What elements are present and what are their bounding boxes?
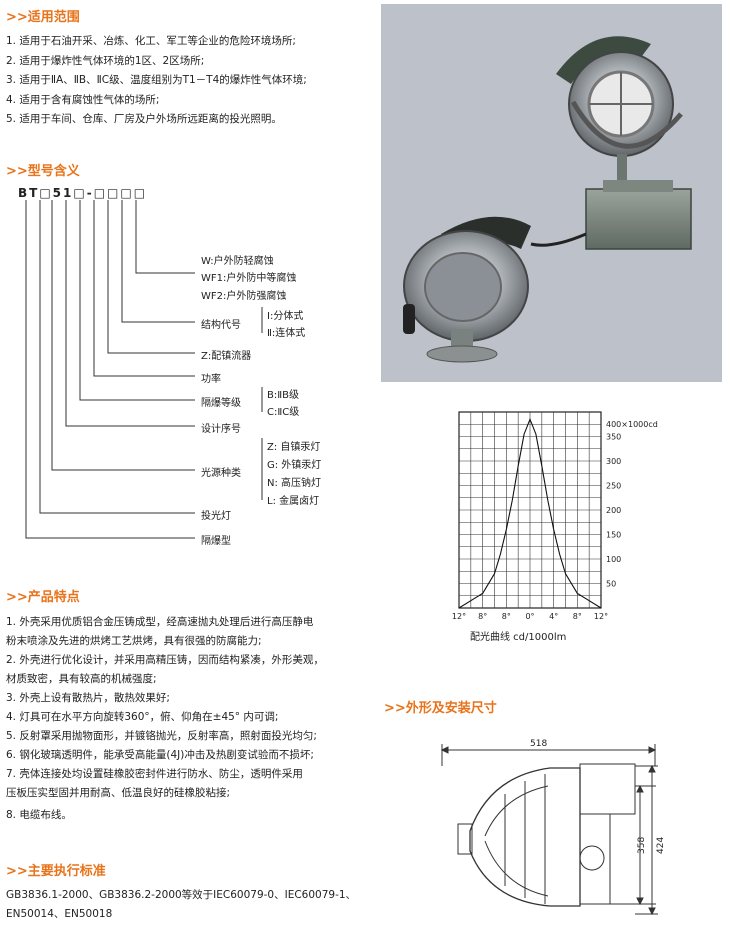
explosion-grade-label: 隔爆等级 bbox=[201, 398, 241, 409]
explosion-grade-option: B:ⅡB级 bbox=[267, 390, 300, 401]
chart-x-tick-label: 12° bbox=[452, 612, 466, 621]
list-item: 3. 外壳上设有散热片，散热效果好; bbox=[6, 692, 170, 704]
chart-y-tick-label: 350 bbox=[606, 433, 621, 442]
list-item: 7. 壳体连接处均设置硅橡胶密封件进行防水、防尘，透明件采用 bbox=[6, 768, 303, 780]
dimension-height-outer: 424 bbox=[656, 837, 666, 854]
features-title: >>产品特点 bbox=[6, 590, 80, 605]
chart-grid-horizontal bbox=[459, 423, 601, 597]
list-item: 1. 适用于石油开采、冶炼、化工、军工等企业的危险环境场所; bbox=[6, 35, 296, 47]
list-item: 5. 适用于车间、仓库、厂房及户外场所远距离的投光照明。 bbox=[6, 113, 282, 125]
chart-y-tick-label: 300 bbox=[606, 457, 621, 466]
floodlight-label: 投光灯 bbox=[201, 511, 231, 522]
scope-title: >>适用范围 bbox=[6, 10, 80, 25]
list-item: 6. 钢化玻璃透明件，能承受高能量(4J)冲击及热剧变试验而不损坏; bbox=[6, 749, 314, 761]
light-source-option: N: 高压钠灯 bbox=[267, 478, 322, 489]
env-option: WF2:户外防强腐蚀 bbox=[201, 291, 287, 302]
chart-x-tick-label: 8° bbox=[502, 612, 511, 621]
structure-option: Ⅱ:连体式 bbox=[267, 328, 306, 339]
list-item: 材质致密，具有较高的机械强度; bbox=[6, 673, 157, 685]
light-source-label: 光源种类 bbox=[201, 468, 241, 479]
chart-x-tick-label: 8° bbox=[478, 612, 487, 621]
list-item: 4. 适用于含有腐蚀性气体的场所; bbox=[6, 94, 160, 106]
floodlight-illustration bbox=[403, 36, 692, 363]
list-item: 压板压实型固并用耐高、低温良好的硅橡胶粘接; bbox=[6, 787, 231, 799]
list-item: 2. 适用于爆炸性气体环境的1区、2区场所; bbox=[6, 55, 205, 67]
chart-series-line bbox=[458, 417, 602, 609]
dimension-drawing: 518 358 424 bbox=[440, 739, 666, 916]
explosion-grade-option: C:ⅡC级 bbox=[267, 407, 300, 418]
power-label: 功率 bbox=[201, 374, 221, 385]
standards-title: >>主要执行标准 bbox=[6, 864, 106, 879]
chart-x-tick-label: 12° bbox=[594, 612, 608, 621]
list-item: 8. 电缆布线。 bbox=[6, 809, 72, 821]
chart-y-tick-label: 250 bbox=[606, 482, 621, 491]
light-source-option: G: 外镇汞灯 bbox=[267, 460, 322, 471]
light-source-option: Z: 自镇汞灯 bbox=[267, 442, 321, 453]
dimensions-title: >>外形及安装尺寸 bbox=[384, 701, 497, 716]
model-title: >>型号含义 bbox=[6, 164, 80, 179]
chart-x-tick-label: 4° bbox=[549, 612, 558, 621]
design-no-label: 设计序号 bbox=[201, 424, 241, 435]
list-item: 3. 适用于ⅡA、ⅡB、ⅡC级、温度组别为T1－T4的爆炸性气体环境; bbox=[6, 74, 307, 86]
list-item: 4. 灯具可在水平方向旋转360°，俯、仰角在±45° 内可调; bbox=[6, 711, 279, 723]
product-photo bbox=[381, 4, 722, 382]
standards-line: GB3836.1-2000、GB3836.2-2000等效于IEC60079-0… bbox=[6, 889, 357, 901]
chart-y-tick-label: 150 bbox=[606, 531, 621, 540]
model-tree-diagram bbox=[25, 200, 263, 539]
chart-y-tick-label: 50 bbox=[606, 580, 616, 589]
list-item: 2. 外壳进行优化设计，并采用高精压铸，因而结构紧凑，外形美观， bbox=[6, 654, 324, 666]
dimension-height-inner: 358 bbox=[637, 837, 647, 854]
ballast-label: Z:配镇流器 bbox=[201, 351, 252, 362]
chart-x-tick-labels: 12° 8° 8° 0° 4° 8° 12° bbox=[452, 612, 608, 621]
light-distribution-chart: 12° 8° 8° 0° 4° 8° 12° 50 100 150 200 250 300 350 40… bbox=[452, 411, 658, 643]
chart-title: 配光曲线 cd/1000lm bbox=[470, 630, 566, 643]
structure-label: 结构代号 bbox=[201, 320, 241, 331]
env-option: W:户外防轻腐蚀 bbox=[201, 256, 274, 267]
dimension-width: 518 bbox=[530, 739, 547, 749]
standards-line: EN50014、EN50018 bbox=[6, 908, 113, 920]
chart-x-tick-label: 0° bbox=[525, 612, 534, 621]
chart-ylabel: 400×1000cd bbox=[606, 420, 658, 429]
chart-y-tick-labels: 50 100 150 200 250 300 350 bbox=[606, 433, 621, 589]
chart-x-tick-label: 8° bbox=[573, 612, 582, 621]
list-item: 5. 反射罩采用抛物面形，并镀铬抛光，反射率高，照射面投光均匀; bbox=[6, 730, 317, 742]
env-option: WF1:户外防中等腐蚀 bbox=[201, 273, 297, 284]
model-code: BT□51□-□□□□ bbox=[18, 186, 148, 200]
structure-option: Ⅰ:分体式 bbox=[267, 311, 304, 322]
list-item: 1. 外壳采用优质铝合金压铸成型，经高速抛丸处理后进行高压静电 bbox=[6, 616, 314, 628]
chart-y-tick-label: 200 bbox=[606, 506, 621, 515]
chart-y-tick-label: 100 bbox=[606, 555, 621, 564]
light-source-option: L: 金属卤灯 bbox=[267, 496, 320, 507]
flameproof-label: 隔爆型 bbox=[201, 536, 231, 547]
list-item: 粉末喷涂及先进的烘烤工艺烘烤，具有很强的防腐能力; bbox=[6, 635, 262, 647]
